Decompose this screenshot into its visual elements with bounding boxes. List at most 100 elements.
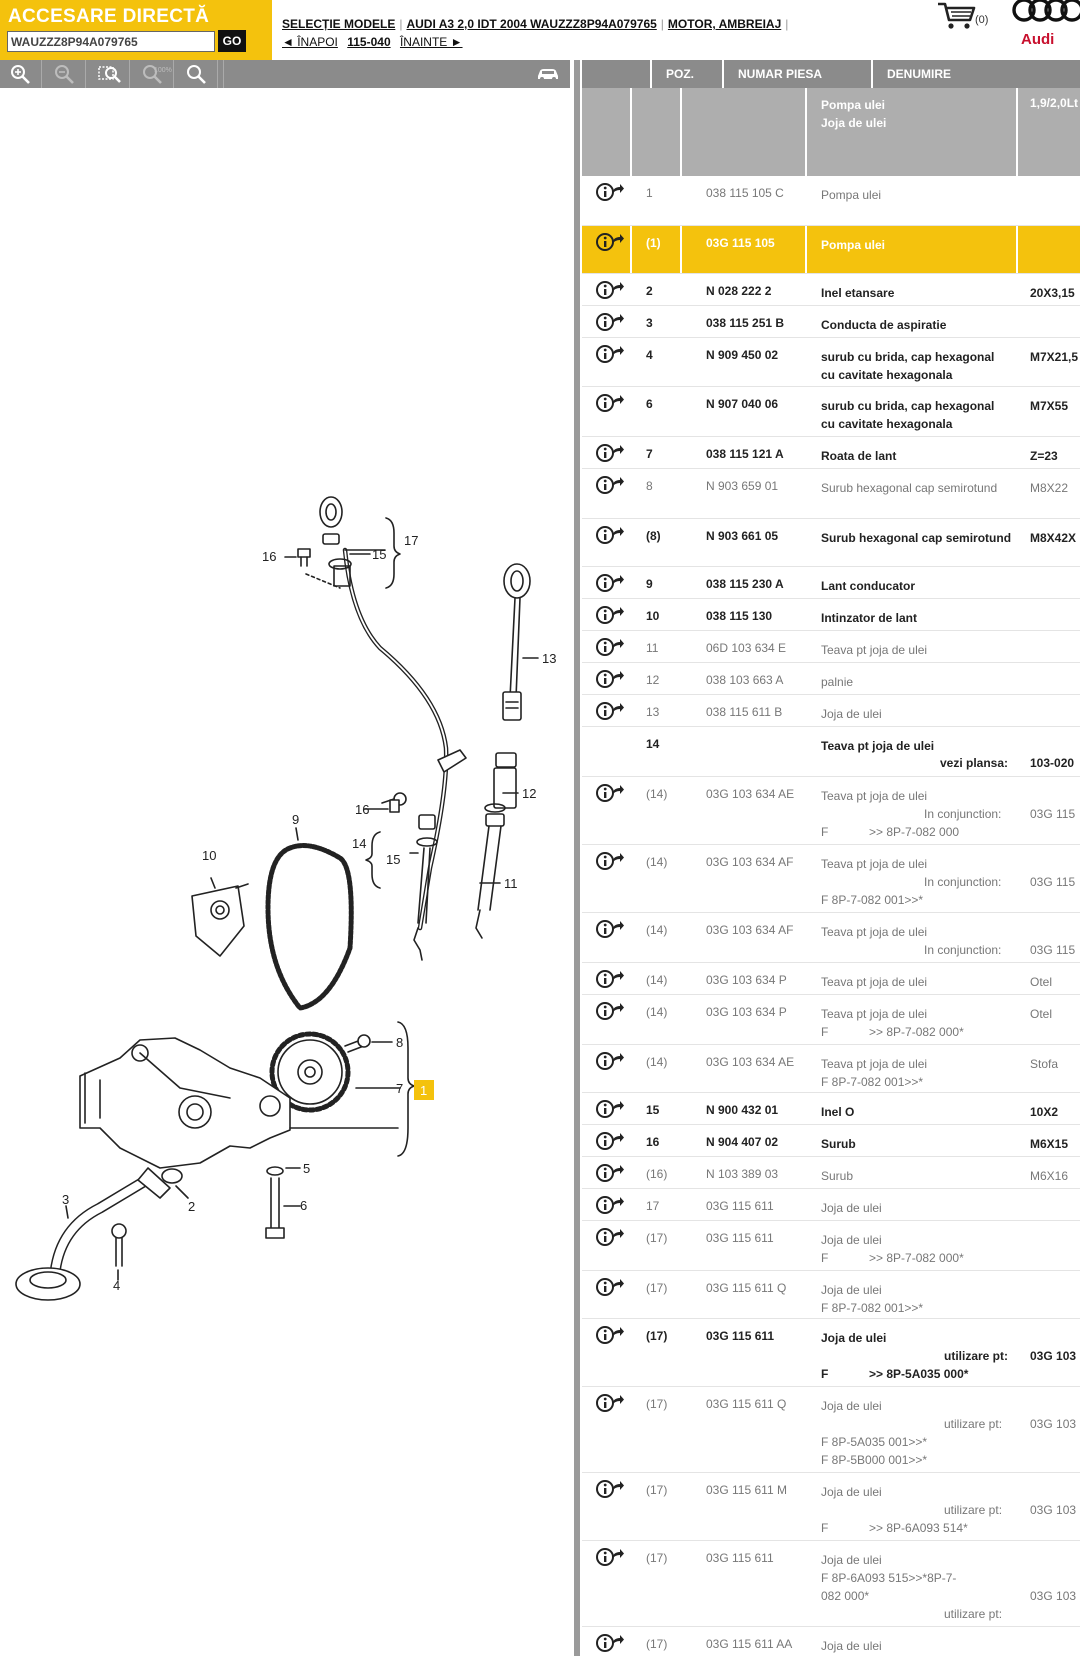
part-number[interactable]: 03G 103 634 P [706,973,787,987]
part-number[interactable]: 038 115 611 B [706,705,783,719]
info-arrow-icon[interactable] [596,1393,624,1413]
part-number[interactable]: N 900 432 01 [706,1103,779,1117]
callout-7[interactable]: 7 [396,1081,403,1096]
info-arrow-icon[interactable] [596,182,624,202]
table-row[interactable]: (14) 03G 103 634 P Teava pt joja de ulei… [582,995,1080,1045]
part-number[interactable]: 03G 115 611 M [706,1483,787,1497]
table-row[interactable]: 1 038 115 105 C Pompa ulei [582,176,1080,226]
table-row[interactable]: (17) 03G 115 611 Q Joja de ulei utilizar… [582,1387,1080,1473]
zoom-in-button[interactable] [0,60,42,88]
info-arrow-icon[interactable] [596,701,624,721]
table-row[interactable]: 12 038 103 663 A palnie [582,663,1080,695]
info-arrow-icon[interactable] [596,851,624,871]
callout-14[interactable]: 14 [352,836,366,851]
info-arrow-icon[interactable] [596,1163,624,1183]
page-number[interactable]: 115-040 [347,35,391,49]
info-arrow-icon[interactable] [596,525,624,545]
go-button[interactable]: GO [218,30,246,52]
part-number[interactable]: 03G 103 634 AF [706,923,794,937]
vin-input[interactable] [7,31,215,52]
info-arrow-icon[interactable] [596,280,624,300]
column-header-number[interactable]: NUMAR PIESA [722,60,854,88]
callout-16-b[interactable]: 16 [355,802,369,817]
table-row[interactable]: (8) N 903 661 05 Surub hexagonal cap sem… [582,519,1080,567]
table-row[interactable]: 17 03G 115 611 Joja de ulei [582,1189,1080,1221]
callout-6[interactable]: 6 [300,1198,307,1213]
info-arrow-icon[interactable] [596,1479,624,1499]
table-row[interactable]: (17) 03G 115 611 Q Joja de ulei F 8P-7-0… [582,1271,1080,1319]
info-arrow-icon[interactable] [596,783,624,803]
part-number[interactable]: 038 115 251 B [706,316,785,330]
part-number[interactable]: 03G 115 611 [706,1199,774,1213]
part-number[interactable]: 03G 115 105 [706,236,775,250]
info-arrow-icon[interactable] [596,393,624,413]
search-button[interactable] [176,60,218,88]
callout-16[interactable]: 16 [262,549,276,564]
part-number[interactable]: 03G 115 611 [706,1329,775,1343]
callout-13[interactable]: 13 [542,651,556,666]
zoom-out-button[interactable] [44,60,86,88]
info-arrow-icon[interactable] [596,1547,624,1567]
breadcrumb-models[interactable]: SELECȚIE MODELE [282,17,396,31]
info-arrow-icon[interactable] [596,1195,624,1215]
part-number[interactable]: N 909 450 02 [706,348,779,362]
table-row[interactable]: 13 038 115 611 B Joja de ulei [582,695,1080,727]
table-row[interactable]: 3 038 115 251 B Conducta de aspiratie [582,306,1080,338]
parts-diagram[interactable]: 16 15 17 13 12 11 16 14 15 9 10 8 7 5 6 … [0,88,574,1656]
part-number[interactable]: 06D 103 634 E [706,641,787,655]
part-number[interactable]: 038 103 663 A [706,673,784,687]
info-arrow-icon[interactable] [596,344,624,364]
info-arrow-icon[interactable] [596,1277,624,1297]
info-arrow-icon[interactable] [596,232,624,252]
part-number[interactable]: N 903 661 05 [706,529,779,543]
table-row[interactable]: 7 038 115 121 A Roata de lant Z=23 [582,437,1080,469]
info-arrow-icon[interactable] [596,1099,624,1119]
info-arrow-icon[interactable] [596,1325,624,1345]
callout-2[interactable]: 2 [188,1199,195,1214]
info-arrow-icon[interactable] [596,573,624,593]
part-spec[interactable]: 103-020 [1030,756,1075,770]
part-number[interactable]: N 904 407 02 [706,1135,779,1149]
table-row[interactable]: (17) 03G 115 611 AA Joja de ulei [582,1627,1080,1656]
callout-3[interactable]: 3 [62,1192,69,1207]
table-row[interactable]: (16) N 103 389 03 Surub M6X16 [582,1157,1080,1189]
part-number[interactable]: 03G 103 634 AF [706,855,794,869]
table-row[interactable]: (17) 03G 115 611 Joja de ulei utilizare … [582,1319,1080,1387]
callout-11[interactable]: 11 [504,876,518,891]
table-row[interactable]: (14) 03G 103 634 AE Teava pt joja de ule… [582,1045,1080,1093]
part-number[interactable]: 038 115 105 C [706,186,784,200]
callout-5[interactable]: 5 [303,1161,310,1176]
table-row[interactable]: 16 N 904 407 02 Surub M6X15 [582,1125,1080,1157]
callout-17[interactable]: 17 [404,533,418,548]
table-row[interactable]: 15 N 900 432 01 Inel O 10X2 [582,1093,1080,1125]
info-arrow-icon[interactable] [596,605,624,625]
table-row[interactable]: (17) 03G 115 611 M Joja de ulei utilizar… [582,1473,1080,1541]
callout-4[interactable]: 4 [113,1278,120,1293]
zoom-100-button[interactable]: 100% [132,60,174,88]
info-arrow-icon[interactable] [596,312,624,332]
info-arrow-icon[interactable] [596,1001,624,1021]
part-number[interactable]: N 028 222 2 [706,284,772,298]
callout-1-highlight[interactable] [414,1080,434,1100]
back-link[interactable]: ◄ ÎNAPOI [282,35,338,49]
callout-15-b[interactable]: 15 [386,852,400,867]
forward-link[interactable]: ÎNAINTE ► [399,35,463,49]
table-row[interactable]: 10 038 115 130 Intinzator de lant [582,599,1080,631]
breadcrumb-group[interactable]: MOTOR, AMBREIAJ [667,17,782,31]
info-arrow-icon[interactable] [596,1633,624,1653]
column-header-name[interactable]: DENUMIRE [871,60,1080,88]
info-arrow-icon[interactable] [596,669,624,689]
callout-8[interactable]: 8 [396,1035,403,1050]
part-number[interactable]: 038 115 121 A [706,447,784,461]
info-arrow-icon[interactable] [596,475,624,495]
info-arrow-icon[interactable] [596,443,624,463]
part-number[interactable]: N 903 659 01 [706,479,779,493]
part-number[interactable]: 038 115 130 [706,609,773,623]
part-number[interactable]: 03G 103 634 P [706,1005,787,1019]
table-row[interactable]: 2 N 028 222 2 Inel etansare 20X3,15 [582,274,1080,306]
part-number[interactable]: 03G 115 611 Q [706,1397,787,1411]
callout-1[interactable]: 1 [420,1083,427,1098]
part-number[interactable]: 03G 115 611 AA [706,1637,793,1651]
table-row[interactable]: (14) 03G 103 634 AF Teava pt joja de ule… [582,845,1080,913]
